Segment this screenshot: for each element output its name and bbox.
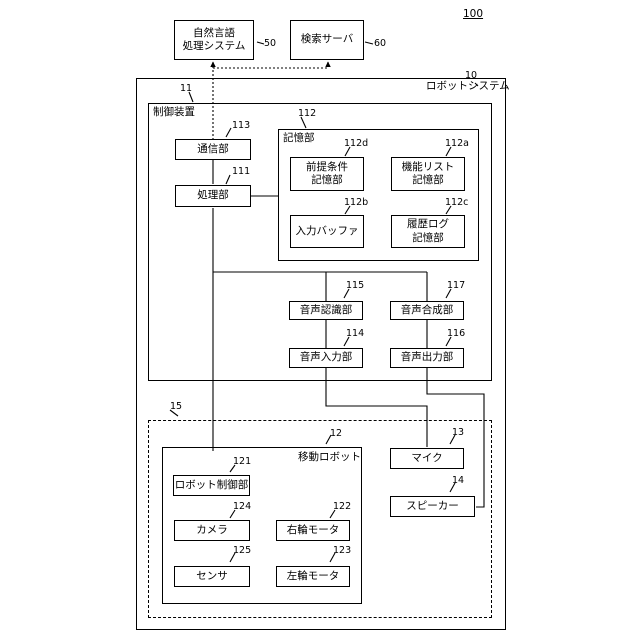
premise-storage-ref: 112d [344, 138, 368, 149]
mobile-robot-label: 移動ロボット [298, 451, 361, 463]
mic-label: マイク [411, 452, 442, 465]
robot-system-ref: 10 [465, 70, 477, 81]
sensor-ref: 125 [233, 545, 251, 556]
right-motor-box: 右輪モータ [276, 520, 350, 541]
controller-label: 制御装置 [153, 106, 195, 118]
camera-ref: 124 [233, 501, 251, 512]
comm-unit-label: 通信部 [197, 143, 229, 156]
nlp-system-line1: 自然言語 [183, 27, 246, 40]
right-motor-label: 右輪モータ [287, 524, 340, 537]
speech-recognition-label: 音声認識部 [300, 304, 353, 317]
controller-ref: 11 [180, 83, 192, 94]
search-link [213, 62, 328, 68]
premise-storage-box: 前提条件 記憶部 [290, 157, 364, 191]
search-server-box: 検索サーバ [290, 20, 364, 60]
mic-box: マイク [390, 448, 464, 469]
function-list-line1: 機能リスト [402, 161, 455, 174]
mobile-robot-ref: 12 [330, 428, 342, 439]
speaker-box: スピーカー [390, 496, 475, 517]
robot-area-ref: 15 [170, 401, 182, 412]
nlp-system-box: 自然言語 処理システム [174, 20, 254, 60]
robot-control-ref: 121 [233, 456, 251, 467]
history-log-line2: 記憶部 [407, 232, 449, 245]
history-log-line1: 履歴ログ [407, 218, 449, 231]
storage-label: 記憶部 [283, 132, 315, 144]
mic-ref: 13 [452, 427, 464, 438]
storage-ref: 112 [298, 108, 316, 119]
voice-input-box: 音声入力部 [289, 348, 363, 368]
speech-synthesis-box: 音声合成部 [390, 301, 464, 320]
left-motor-ref: 123 [333, 545, 351, 556]
search-server-ref: 60 [374, 38, 386, 49]
voice-input-label: 音声入力部 [300, 351, 353, 364]
history-log-box: 履歴ログ 記憶部 [391, 215, 465, 248]
speaker-ref: 14 [452, 475, 464, 486]
nlp-ref: 50 [264, 38, 276, 49]
speaker-label: スピーカー [406, 500, 459, 513]
figure-number: 100 [463, 9, 483, 20]
left-motor-label: 左輪モータ [287, 570, 340, 583]
function-list-ref: 112a [445, 138, 469, 149]
speech-synthesis-ref: 117 [447, 280, 465, 291]
comm-unit-ref: 113 [232, 120, 250, 131]
input-buffer-ref: 112b [344, 197, 368, 208]
voice-output-box: 音声出力部 [390, 348, 464, 368]
input-buffer-label: 入力バッファ [296, 225, 359, 238]
history-log-ref: 112c [445, 197, 468, 208]
camera-label: カメラ [196, 524, 228, 537]
sensor-box: センサ [174, 566, 250, 587]
function-list-box: 機能リスト 記憶部 [391, 157, 465, 191]
proc-unit-ref: 111 [232, 166, 250, 177]
search-server-label: 検索サーバ [301, 33, 353, 46]
proc-unit-label: 処理部 [197, 189, 229, 202]
robot-control-label: ロボット制御部 [175, 479, 249, 492]
proc-unit-box: 処理部 [175, 185, 251, 207]
nlp-system-line2: 処理システム [183, 40, 246, 53]
voice-input-ref: 114 [346, 328, 364, 339]
voice-output-label: 音声出力部 [401, 351, 454, 364]
premise-storage-line1: 前提条件 [306, 161, 348, 174]
robot-system-label: ロボットシステム [426, 80, 510, 92]
right-motor-ref: 122 [333, 501, 351, 512]
function-list-line2: 記憶部 [402, 174, 455, 187]
speech-synthesis-label: 音声合成部 [401, 304, 454, 317]
voice-output-ref: 116 [447, 328, 465, 339]
comm-unit-box: 通信部 [175, 139, 251, 160]
input-buffer-box: 入力バッファ [290, 215, 364, 248]
premise-storage-line2: 記憶部 [306, 174, 348, 187]
left-motor-box: 左輪モータ [276, 566, 350, 587]
sensor-label: センサ [196, 570, 228, 583]
camera-box: カメラ [174, 520, 250, 541]
speech-recognition-box: 音声認識部 [289, 301, 363, 320]
speech-recognition-ref: 115 [346, 280, 364, 291]
robot-control-box: ロボット制御部 [173, 475, 250, 496]
